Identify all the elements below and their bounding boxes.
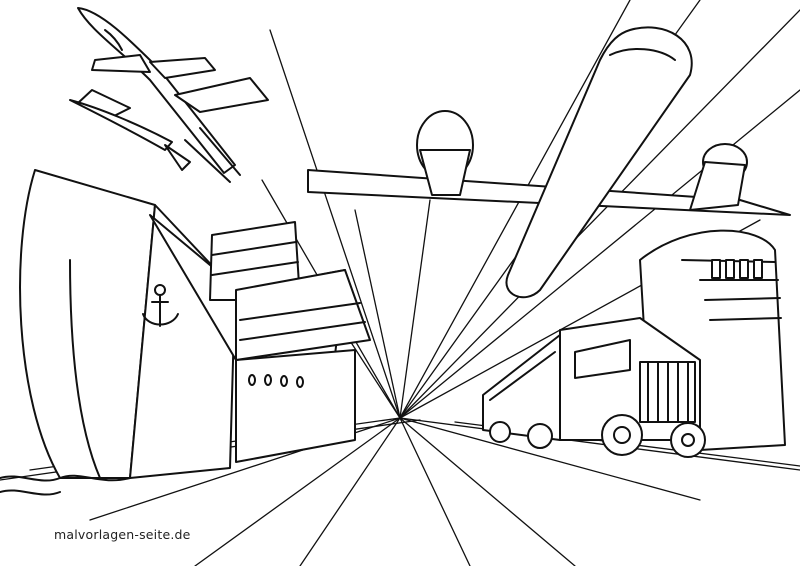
jet-fighter-icon [69,7,269,183]
anchor-icon [142,284,179,327]
cargo-ship-icon [0,169,371,496]
semi-truck-icon [482,317,706,458]
watermark-text: malvorlagen-seite.de [54,527,191,542]
airliner-icon [307,26,791,299]
